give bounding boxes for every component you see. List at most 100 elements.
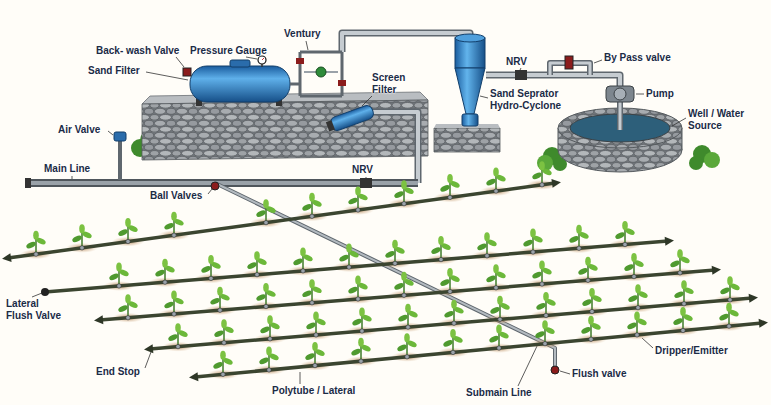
plant (301, 269, 305, 273)
plant (347, 265, 351, 269)
plant (728, 298, 732, 302)
plant (393, 180, 414, 206)
plant (539, 161, 545, 170)
plant (117, 218, 138, 244)
plant (673, 290, 684, 299)
end-stop (551, 179, 561, 188)
plant (350, 338, 371, 364)
callout-label: Screen Filter (372, 72, 412, 96)
plant (126, 239, 130, 243)
plant (384, 240, 405, 266)
plant (568, 235, 579, 244)
plant (540, 282, 544, 286)
plant (396, 343, 407, 352)
plant (626, 321, 637, 330)
plant (488, 325, 509, 351)
valve (551, 366, 559, 374)
plant (727, 276, 733, 285)
plant (268, 337, 272, 341)
lateral-pipe (100, 270, 715, 320)
plant (347, 276, 368, 302)
pump (606, 86, 634, 102)
plant (672, 307, 693, 333)
plant (254, 251, 260, 260)
plant (439, 278, 450, 287)
plant (301, 203, 312, 212)
end-stop (759, 319, 768, 328)
plant (681, 280, 687, 289)
plant (212, 351, 233, 377)
plant (163, 290, 184, 316)
plant (346, 244, 352, 253)
callout-label: End Stop (96, 366, 140, 378)
plant (267, 368, 271, 372)
leader-line (366, 177, 367, 178)
plant (176, 344, 180, 348)
end-stop (712, 266, 721, 275)
leader-line (560, 371, 570, 374)
plant (443, 310, 454, 319)
pipe (118, 140, 122, 180)
plant (347, 187, 368, 213)
plant (300, 247, 306, 256)
plant (485, 274, 496, 283)
plant (80, 246, 84, 250)
leader-line (672, 118, 686, 126)
callout-label: Flush valve (572, 368, 626, 380)
venturi (316, 67, 326, 77)
plant (212, 361, 223, 370)
plant (672, 317, 683, 326)
end-stop (2, 253, 12, 262)
plant (635, 284, 641, 293)
plant (125, 218, 131, 227)
plant (485, 254, 489, 258)
leader-line (480, 96, 488, 98)
plant (485, 264, 506, 290)
plant (439, 174, 460, 200)
plant (680, 307, 686, 316)
sand-filter (190, 66, 290, 102)
plant (71, 234, 82, 243)
callout-label: Lateral Flush Valve (6, 298, 66, 322)
callout-label: Sand Filter (88, 65, 140, 77)
plant (301, 279, 322, 305)
plant (310, 214, 314, 218)
plant (634, 311, 640, 320)
plant (117, 304, 128, 313)
plant (451, 350, 455, 354)
plant (439, 268, 460, 294)
plant (577, 257, 598, 283)
plant (476, 242, 487, 251)
plant (126, 316, 130, 320)
venturi (290, 52, 346, 96)
plant (305, 311, 326, 337)
callout-label: Sand Seprator Hydro-Cyclone (490, 88, 570, 112)
leader-line (246, 57, 257, 59)
plant (266, 346, 272, 355)
plant (534, 320, 555, 346)
plant (430, 246, 441, 255)
plant (438, 236, 444, 245)
plant (522, 239, 533, 248)
end-stop (189, 372, 198, 381)
plant (117, 284, 121, 288)
plant (125, 294, 131, 303)
plant (496, 325, 502, 334)
plant (669, 259, 680, 268)
leader-line (176, 57, 184, 67)
plant (264, 304, 268, 308)
plant (727, 324, 731, 328)
hydro-cyclone (455, 34, 485, 126)
plant (258, 356, 269, 365)
plant (718, 303, 739, 329)
pipe (372, 112, 418, 183)
plant (485, 178, 496, 187)
plant (577, 246, 581, 250)
plant (406, 325, 410, 329)
plant (172, 312, 176, 316)
plant (476, 232, 497, 258)
plant (404, 333, 410, 342)
concrete-platform (434, 128, 500, 152)
lateral-pipe (150, 298, 752, 349)
leader-line (518, 344, 538, 386)
